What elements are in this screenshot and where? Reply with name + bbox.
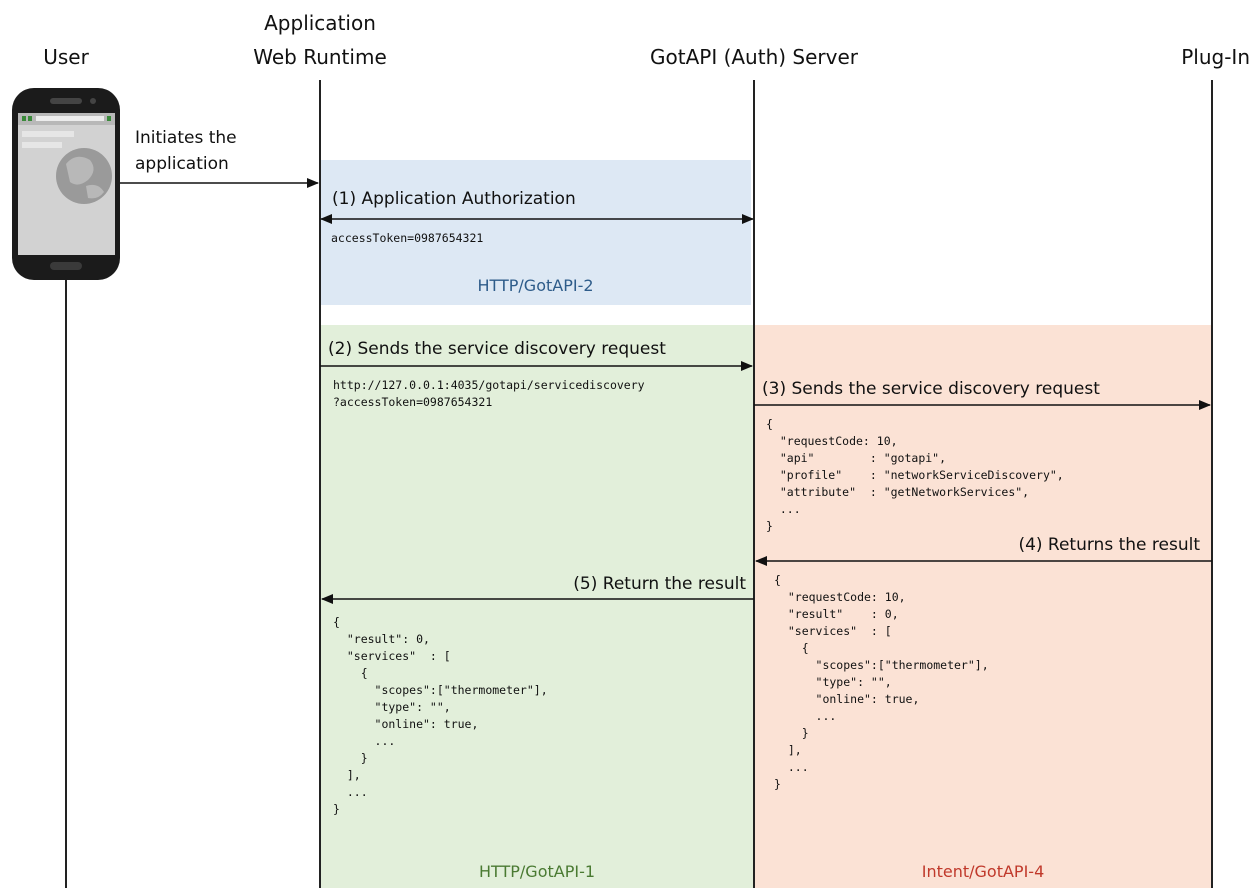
server-header: GotAPI (Auth) Server — [650, 45, 858, 69]
protocol-label-http1: HTTP/GotAPI-1 — [478, 862, 596, 881]
protocol-label-intent: Intent/GotAPI-4 — [921, 862, 1045, 881]
http-result-code: { "result": 0, "services" : [ { "scopes"… — [333, 615, 548, 816]
plugin-header: Plug-In — [1181, 45, 1250, 69]
step2-label: (2) Sends the service discovery request — [328, 339, 666, 359]
access-token-code: accessToken=0987654321 — [331, 231, 484, 245]
runtime-header-line1: Application — [264, 11, 376, 35]
step5-label: (5) Return the result — [573, 574, 746, 594]
user-header: User — [43, 45, 89, 69]
request-url-code: http://127.0.0.1:4035/gotapi/servicedisc… — [333, 378, 645, 409]
protocol-label-auth: HTTP/GotAPI-2 — [477, 276, 594, 295]
intent-gotapi-4-zone — [754, 325, 1212, 888]
intent-result-code: { "requestCode: 10, "result" : 0, "servi… — [774, 573, 989, 791]
auth-zone — [320, 160, 751, 305]
smartphone-icon — [12, 88, 120, 280]
runtime-header-line2: Web Runtime — [253, 45, 387, 69]
step3-label: (3) Sends the service discovery request — [762, 379, 1100, 399]
step1-label: (1) Application Authorization — [332, 189, 576, 209]
initiate-label-line1: Initiates the — [135, 128, 237, 148]
intent-request-code: { "requestCode: 10, "api" : "gotapi", "p… — [766, 417, 1064, 533]
initiate-label-line2: application — [135, 154, 229, 174]
step4-label: (4) Returns the result — [1018, 535, 1200, 555]
http-gotapi-1-zone — [320, 325, 754, 888]
